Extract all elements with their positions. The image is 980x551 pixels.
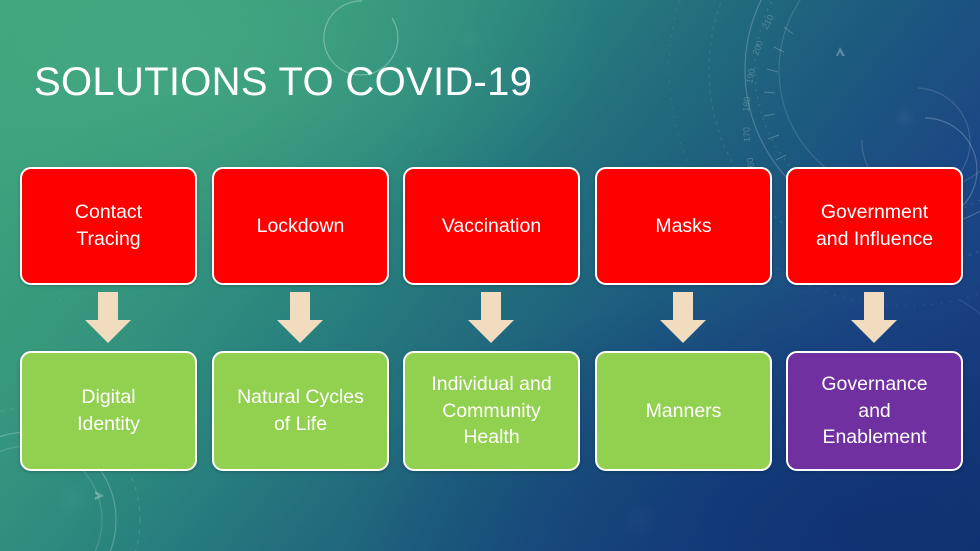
solution-label-3: Manners bbox=[645, 399, 722, 422]
solution-box-4[interactable]: Governance and Enablement bbox=[786, 351, 963, 471]
problem-box-0[interactable]: Contact Tracing bbox=[20, 167, 197, 285]
problem-box-2[interactable]: Vaccination bbox=[403, 167, 580, 285]
solution-box-0[interactable]: Digital Identity bbox=[20, 351, 197, 471]
arrow-down-icon bbox=[658, 292, 708, 344]
arrow-down-icon bbox=[83, 292, 133, 344]
problem-box-4[interactable]: Government and Influence bbox=[786, 167, 963, 285]
solution-box-2[interactable]: Individual and Community Health bbox=[403, 351, 580, 471]
dial-label: 210 bbox=[760, 13, 776, 31]
slide-title: SOLUTIONS TO COVID-19 bbox=[34, 60, 533, 104]
arrow-down-icon bbox=[275, 292, 325, 344]
solution-label-1: Natural Cycles of Life bbox=[237, 386, 364, 435]
problem-label-1: Lockdown bbox=[256, 214, 345, 237]
dial-label: 170 bbox=[741, 127, 752, 142]
arrow-down-icon bbox=[849, 292, 899, 344]
problem-label-2: Vaccination bbox=[441, 214, 542, 237]
solution-label-0: Digital Identity bbox=[77, 386, 140, 435]
problem-box-3[interactable]: Masks bbox=[595, 167, 772, 285]
solution-box-1[interactable]: Natural Cycles of Life bbox=[212, 351, 389, 471]
problem-label-4: Government and Influence bbox=[815, 201, 934, 250]
problem-label-3: Masks bbox=[655, 214, 712, 237]
problem-box-1[interactable]: Lockdown bbox=[212, 167, 389, 285]
problem-label-0: Contact Tracing bbox=[74, 201, 143, 250]
dial-label: 200 bbox=[750, 39, 765, 57]
dial-label: 190 bbox=[744, 68, 757, 85]
arrow-down-icon bbox=[466, 292, 516, 344]
solution-label-4: Governance and Enablement bbox=[821, 372, 928, 449]
solution-box-3[interactable]: Manners bbox=[595, 351, 772, 471]
dial-label: 180 bbox=[741, 96, 752, 112]
solution-label-2: Individual and Community Health bbox=[431, 372, 552, 449]
